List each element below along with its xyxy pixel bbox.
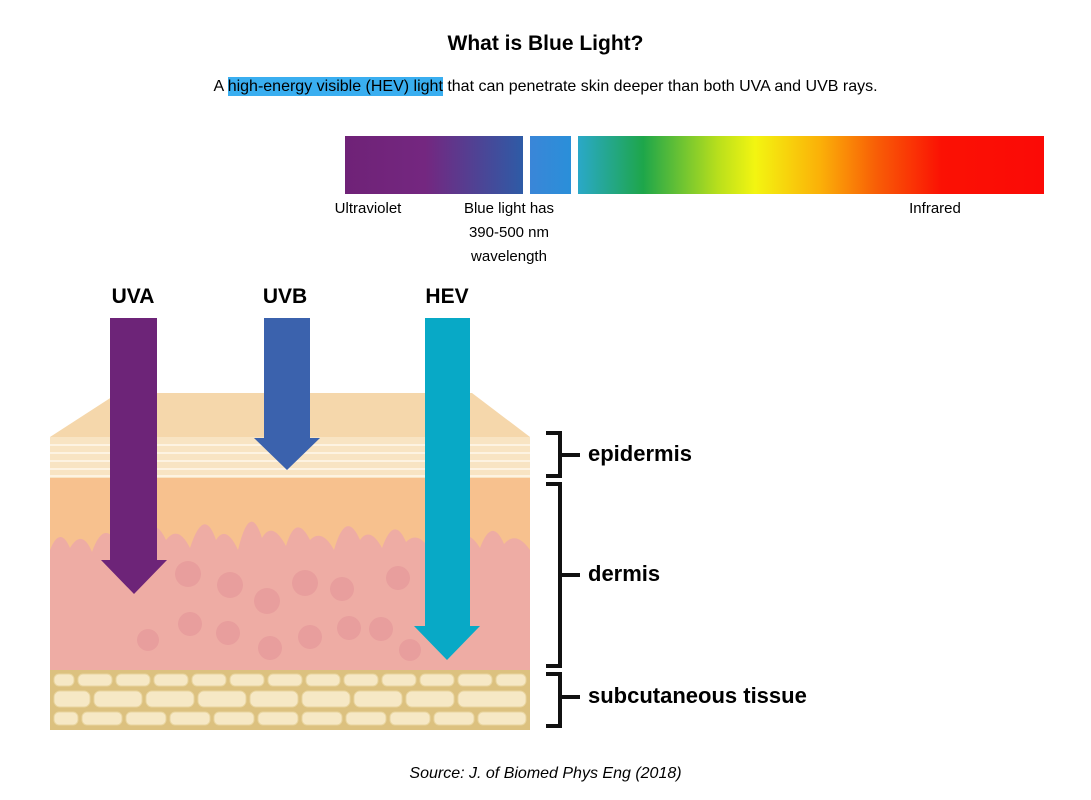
hev-arrow bbox=[414, 318, 480, 660]
dermis-label: dermis bbox=[588, 561, 661, 586]
ultraviolet-label: Ultraviolet bbox=[334, 200, 402, 217]
subtitle-highlight: high-energy visible (HEV) light bbox=[227, 77, 443, 96]
page-title: What is Blue Light? bbox=[447, 32, 644, 55]
subtitle: A high-energy visible (HEV) light that c… bbox=[0, 77, 1091, 96]
subtitle-prefix: A bbox=[213, 78, 228, 95]
blue-light-label-line: Blue light has bbox=[463, 200, 555, 217]
dermis-bracket bbox=[546, 482, 562, 668]
blue-light-label-line: 390-500 nm bbox=[468, 224, 550, 241]
spectrum-ultraviolet-segment bbox=[345, 136, 523, 194]
uva-arrow bbox=[101, 318, 167, 594]
uva-label: UVA bbox=[111, 285, 155, 308]
spectrum-blue-light-segment bbox=[530, 136, 571, 194]
epidermis-bracket bbox=[546, 431, 562, 478]
hev-label: HEV bbox=[425, 285, 469, 308]
subtitle-suffix: that can penetrate skin deeper than both… bbox=[442, 78, 878, 95]
uvb-arrow bbox=[254, 318, 320, 470]
subcutaneous-label: subcutaneous tissue bbox=[588, 683, 807, 708]
infrared-label: Infrared bbox=[909, 200, 961, 217]
subcutaneous-bracket bbox=[546, 672, 562, 728]
subcutaneous-layer bbox=[50, 670, 530, 730]
blue-light-label-line: wavelength bbox=[471, 248, 547, 265]
epidermis-label: epidermis bbox=[588, 441, 692, 466]
uvb-label: UVB bbox=[262, 285, 308, 308]
blue-light-label: Blue light has 390-500 nm wavelength bbox=[439, 197, 579, 269]
layer-brackets bbox=[546, 431, 580, 728]
source-citation: Source: J. of Biomed Phys Eng (2018) bbox=[409, 765, 682, 782]
spectrum-visible-infrared-segment bbox=[578, 136, 1044, 194]
